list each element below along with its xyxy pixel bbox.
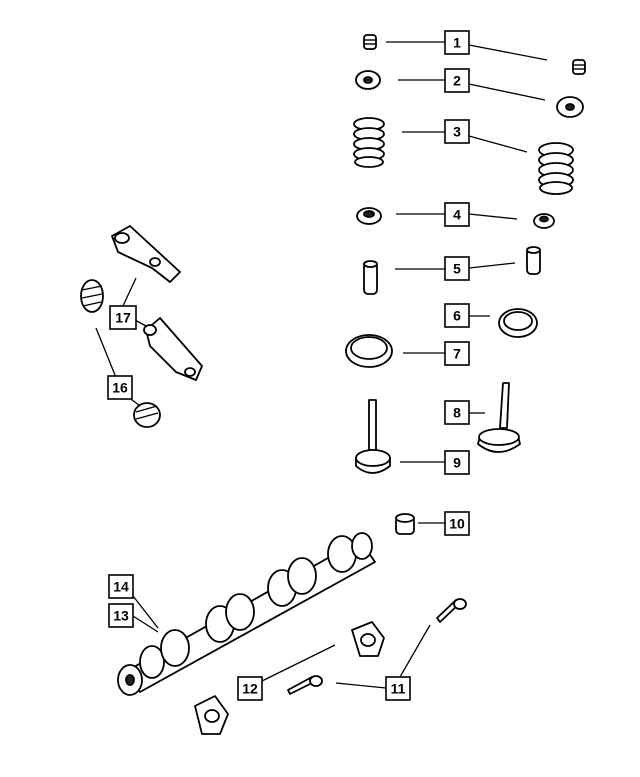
callout-14: 14	[108, 574, 134, 599]
leader-lines	[95, 41, 548, 689]
lifter-lower	[133, 402, 161, 428]
callout-3: 3	[444, 119, 470, 144]
valve-keeper-left	[363, 34, 377, 50]
spring-retainer-left	[355, 70, 381, 90]
callout-13: 13	[108, 603, 134, 628]
svg-text:12: 12	[242, 681, 258, 697]
svg-text:3: 3	[453, 124, 461, 140]
intake-valve	[355, 399, 391, 474]
callout-12: 12	[237, 676, 263, 701]
camshaft-bolt-lower	[287, 675, 323, 695]
svg-text:9: 9	[453, 455, 461, 471]
callout-5: 5	[444, 256, 470, 281]
svg-text:13: 13	[113, 608, 129, 624]
svg-text:5: 5	[453, 261, 461, 277]
valve-stem-seal-left	[356, 207, 382, 225]
svg-text:1: 1	[453, 35, 461, 51]
bearing-cap-upper	[351, 621, 385, 657]
camshaft	[117, 532, 376, 696]
callout-4: 4	[444, 202, 470, 227]
svg-text:16: 16	[112, 380, 128, 396]
callout-17: 17	[109, 305, 137, 330]
rocker-arm-upper	[111, 225, 181, 283]
svg-text:6: 6	[453, 308, 461, 324]
callout-1: 1	[444, 30, 470, 55]
svg-text:10: 10	[449, 516, 465, 532]
exhaust-valve	[477, 382, 521, 453]
svg-text:2: 2	[453, 73, 461, 89]
valve-guide-left	[363, 260, 378, 295]
callout-10: 10	[444, 511, 470, 536]
bearing-cap-lower	[194, 695, 229, 735]
rocker-arm-lower	[143, 317, 203, 381]
valve-stem-seal-right	[533, 213, 555, 229]
hydraulic-lash-adjuster	[395, 513, 415, 535]
svg-text:17: 17	[115, 310, 131, 326]
spring-retainer-right	[556, 96, 584, 118]
callout-16: 16	[107, 375, 133, 400]
callout-2: 2	[444, 68, 470, 93]
svg-text:11: 11	[391, 681, 406, 697]
valve-seat-insert-small	[498, 308, 538, 338]
svg-text:4: 4	[453, 207, 461, 223]
valve-keeper-right	[572, 59, 586, 75]
valve-seat-insert-large	[345, 334, 393, 368]
callout-11: 11	[385, 676, 411, 701]
valve-spring-left	[353, 117, 385, 168]
callout-9: 9	[444, 450, 470, 475]
svg-text:7: 7	[453, 346, 461, 362]
callout-8: 8	[444, 400, 470, 425]
svg-text:14: 14	[113, 579, 129, 595]
svg-text:8: 8	[453, 405, 461, 421]
callout-6: 6	[444, 303, 470, 328]
callout-7: 7	[444, 341, 470, 366]
camshaft-bolt-upper	[436, 598, 467, 623]
valve-spring-right	[538, 142, 574, 195]
valve-guide-right	[526, 246, 541, 275]
lifter-upper	[80, 279, 104, 313]
